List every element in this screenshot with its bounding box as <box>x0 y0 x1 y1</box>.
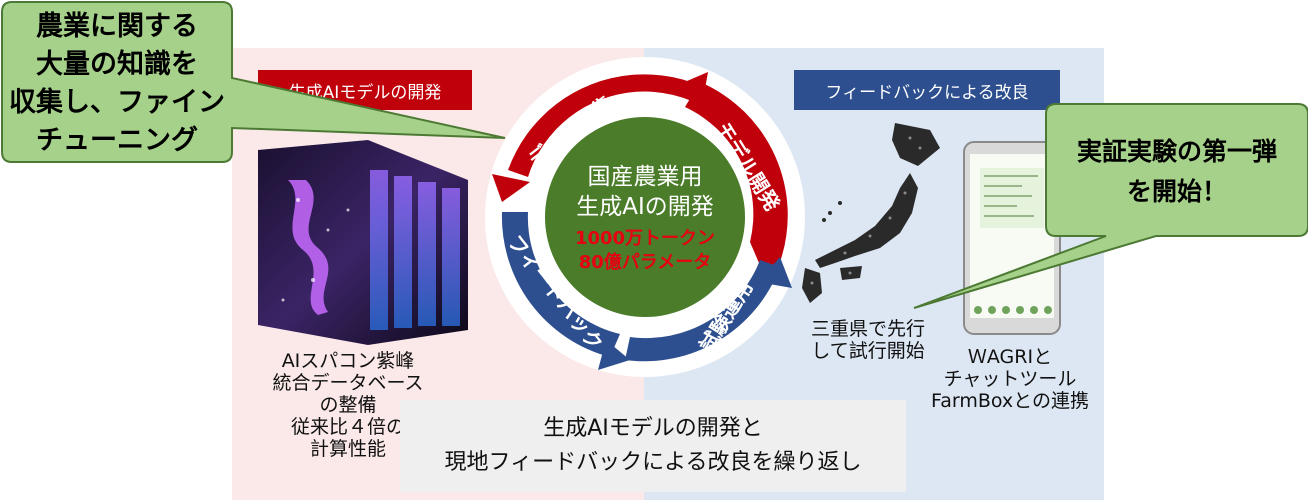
caption-line: 三重県で先行 <box>810 318 925 340</box>
caption-line: AIスパコン紫峰 <box>281 350 415 372</box>
callout-left-shape <box>1 1 506 163</box>
caption-line: して試行開始 <box>811 340 925 362</box>
caption-line: 統合データベース <box>272 372 424 394</box>
caption-line: の整備 <box>319 394 377 416</box>
callout-left-text: 農業に関する 大量の知識を 収集し、ファイン チューニング <box>4 8 230 160</box>
center-title-line2: 生成AIの開発 <box>576 194 714 220</box>
caption-line: ＷAGRIと <box>967 346 1053 368</box>
caption-line: 計算性能 <box>309 438 386 460</box>
supercomputer-caption: AIスパコン紫峰 統合データベース の整備 従来比４倍の 計算性能 <box>238 350 458 460</box>
center-parameters: 80億パラメータ <box>579 251 712 273</box>
supercomputer-image <box>258 140 468 345</box>
callout-right-text: 実証実験の第一弾 を開始！ <box>1046 132 1308 212</box>
feedback-arc <box>501 212 620 357</box>
callout-line: 農業に関する <box>36 11 198 42</box>
summary-line-1: 生成AIモデルの開発と <box>543 416 763 441</box>
summary-box: 生成AIモデルの開発と 現地フィードバックによる改良を繰り返し <box>400 400 906 492</box>
callout-line: 大量の知識を <box>36 49 198 80</box>
header-feedback-improvement: フィードバックによる改良 <box>794 70 1060 110</box>
callout-line: を開始！ <box>1126 177 1227 206</box>
callout-line: チューニング <box>36 125 198 156</box>
japan-map <box>802 123 940 303</box>
model-development-arc <box>685 82 788 270</box>
center-tokens: 1000万トークン <box>575 228 715 249</box>
callout-line: 収集し、ファイン <box>9 87 225 118</box>
japan-caption: 三重県で先行 して試行開始 <box>796 318 940 362</box>
caption-line: 従来比４倍の <box>290 416 405 438</box>
phone-caption: ＷAGRIと チャットツール FarmBoxとの連携 <box>918 346 1102 412</box>
development-cycle-diagram: データ収集 モデル開発 試験運用 フィードバック 国産農業用 生成AIの開発 1… <box>485 57 805 377</box>
center-title-line1: 国産農業用 <box>588 164 703 190</box>
center-circle <box>545 117 745 317</box>
callout-line: 実証実験の第一弾 <box>1076 137 1277 166</box>
trial-operation-arc <box>625 260 780 362</box>
caption-line: FarmBoxとの連携 <box>931 390 1089 412</box>
summary-line-2: 現地フィードバックによる改良を繰り返し <box>444 450 862 475</box>
caption-line: チャットツール <box>943 368 1077 390</box>
